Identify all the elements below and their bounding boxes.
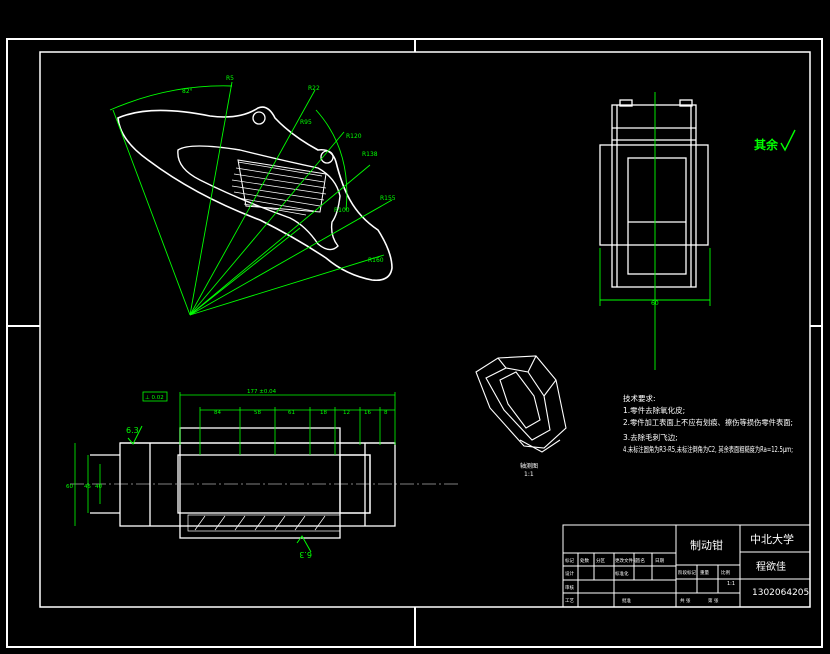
dim-r100: R100	[334, 207, 350, 214]
dim-r160: R160	[368, 257, 384, 264]
dim-overall-length: 177 ±0.04	[247, 389, 277, 395]
isometric-caption: 轴测图	[520, 462, 538, 470]
dim-height-40: 40	[95, 484, 102, 490]
dim-angle: 82°	[182, 88, 193, 95]
dim-18: 18	[320, 410, 327, 416]
tech-req-item-3: 3.去除毛刺飞边;	[623, 432, 678, 442]
dim-58: 58	[254, 410, 261, 416]
title-designer: 程欲佳	[756, 560, 786, 573]
side-dim-width: 60	[651, 300, 659, 307]
tech-req-item-2: 2.零件加工表面上不应有划痕、擦伤等损伤零件表面;	[623, 417, 793, 427]
tb-label-stage: 阶段标记	[678, 569, 696, 576]
inner-border	[39, 51, 811, 608]
dim-r138: R138	[362, 151, 378, 158]
dim-84: 84	[214, 410, 221, 416]
tolerance-frame: ⊥ 0.02	[145, 395, 164, 401]
roughness-other-symbol: 其余	[754, 129, 796, 152]
front-view-hatching	[187, 514, 341, 532]
centering-marks	[7, 39, 822, 647]
dim-r5: R5	[226, 75, 234, 82]
technical-requirements: 技术要求: 1.零件去除氧化皮; 2.零件加工表面上不应有划痕、擦伤等损伤零件表…	[623, 393, 793, 454]
tb-label-sheet-no: 第 张	[708, 597, 719, 604]
title-block-texts: 制动钳 中北大学 程欲佳 1302064205 1:1 标记 处数 分区 更改文…	[565, 532, 809, 604]
dim-8: 8	[384, 410, 388, 416]
dim-16: 16	[364, 410, 371, 416]
title-drawing-number: 1302064205	[752, 588, 809, 598]
title-block	[562, 524, 811, 608]
main-view-caliper	[117, 106, 393, 282]
front-view-dimension-lines	[74, 391, 396, 526]
tech-req-item-1: 1.零件去除氧化皮;	[623, 405, 685, 415]
dim-r120: R120	[346, 133, 362, 140]
tb-label-process: 工艺	[565, 598, 574, 604]
dim-r22: R22	[308, 85, 320, 92]
title-school: 中北大学	[750, 532, 794, 546]
roughness-mark-2: 6.3	[299, 550, 312, 559]
tb-label-sign: 签名	[636, 557, 645, 564]
tb-label-change-doc: 更改文件号	[615, 557, 638, 564]
dim-61: 61	[288, 410, 295, 416]
isometric-view	[475, 355, 567, 453]
tb-label-zone: 分区	[596, 557, 605, 564]
tb-label-approve: 批准	[622, 597, 631, 604]
tb-label-design: 设计	[565, 570, 574, 577]
dim-r95: R95	[300, 119, 312, 126]
tb-label-weight: 重量	[700, 569, 709, 576]
front-view	[90, 427, 396, 539]
tech-req-title: 技术要求:	[623, 393, 656, 403]
tb-label-date: 日期	[655, 558, 664, 564]
title-scale: 1:1	[727, 581, 735, 587]
outer-border	[6, 38, 823, 648]
tb-label-ratio: 比例	[721, 569, 730, 576]
main-view-dimension-texts: 82° R22 R95 R120 R138 R155 R160 R5 R100	[182, 75, 396, 264]
tb-label-standard: 标准化	[615, 570, 629, 577]
tb-label-review: 审核	[565, 584, 574, 591]
dim-height-60: 60	[66, 484, 73, 490]
section-hatching	[231, 161, 327, 216]
dim-height-45: 45	[84, 484, 91, 490]
tb-label-mark: 标记	[565, 557, 574, 564]
roughness-other-label: 其余	[754, 137, 779, 152]
title-part-name: 制动钳	[690, 539, 723, 552]
tech-req-item-4: 4.未标注圆角为R3-R5,未标注倒角为C2, 其余表面粗糙度为Ra=12.5μ…	[623, 444, 793, 454]
front-view-dimension-texts: 177 ±0.04 84 58 61 18 12 16 8 60 40 45 ⊥…	[66, 389, 388, 490]
side-view-dimensions	[599, 92, 711, 370]
isometric-scale: 1:1	[524, 471, 534, 478]
main-view-dimension-lines	[109, 81, 393, 316]
dim-12: 12	[343, 410, 350, 416]
tb-label-sheets-total: 共 张	[680, 597, 691, 604]
dim-r155: R155	[380, 195, 396, 202]
roughness-mark-1: 6.3	[126, 426, 139, 435]
tb-label-count: 处数	[580, 557, 589, 564]
roughness-marks: 6.3 6.3	[126, 425, 312, 559]
side-view	[599, 99, 709, 288]
